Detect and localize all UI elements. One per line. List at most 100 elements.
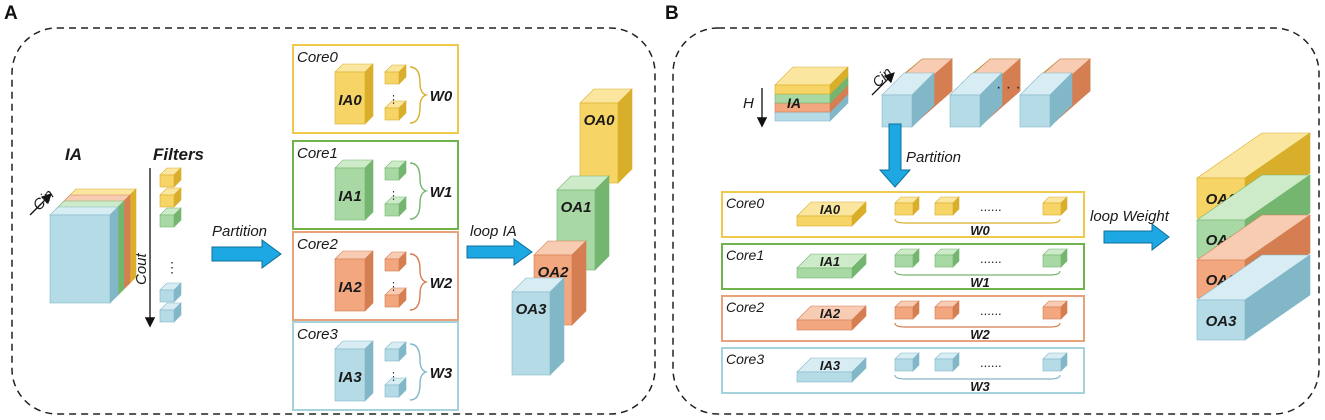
panel-b-partition-label: Partition	[906, 149, 961, 166]
panel-b-ia-block	[774, 66, 849, 122]
filter-cube	[159, 167, 182, 188]
panel-a-output-label: OA3	[516, 301, 548, 318]
core-weight-cube	[894, 352, 920, 372]
ia-slice-front	[49, 206, 119, 304]
panel-a-loop-arrow	[466, 238, 533, 266]
panel-a-output-label: OA1	[561, 199, 592, 216]
core-ia-label: IA0	[338, 92, 362, 109]
core-ia-block	[334, 340, 374, 402]
core-weight-cube	[384, 251, 407, 272]
panel-a-loop-label: loop IA	[470, 223, 517, 240]
panel-a-output-label: OA0	[584, 112, 616, 129]
panel-a-filters-label: Filters	[153, 145, 204, 164]
panel-b-output-3	[1196, 254, 1311, 341]
core-name: Core3	[726, 351, 764, 367]
core-ia-slab	[796, 305, 867, 331]
cin-slice-group	[949, 58, 1021, 128]
cin-slice-group	[1019, 58, 1091, 128]
panel-a-filter-cubes	[159, 167, 182, 323]
core-weight-cube	[934, 300, 960, 320]
core-w-label: W1	[970, 275, 990, 290]
filter-cube	[159, 282, 182, 303]
core-weight-dots: ......	[980, 199, 1002, 214]
core-ia-slab	[796, 201, 867, 227]
core-weight-dots: ⋮	[388, 94, 399, 106]
panel-a-output-0	[579, 88, 633, 184]
core-brace	[894, 218, 1061, 224]
cin-slice	[1019, 72, 1073, 128]
core-brace	[894, 270, 1061, 276]
core-w-label: W3	[970, 379, 990, 394]
core-ia-label: IA3	[338, 369, 362, 386]
core-weight-cube	[1042, 300, 1068, 320]
core-ia-slab	[796, 253, 867, 279]
core-weight-cube	[894, 196, 920, 216]
core-name: Core0	[726, 195, 764, 211]
core-brace	[409, 253, 429, 311]
core-weight-cube	[384, 100, 407, 121]
core-weight-cube	[1042, 352, 1068, 372]
core-w-label: W0	[430, 88, 453, 105]
panel-b-ellipsis: · · ·	[996, 79, 1021, 96]
core-weight-dots: ......	[980, 251, 1002, 266]
core-weight-cube	[384, 341, 407, 362]
panel-a-output-3	[511, 277, 565, 376]
core-ia-label: IA1	[338, 188, 361, 205]
core-weight-cube	[934, 248, 960, 268]
core-weight-cube	[384, 196, 407, 217]
core-name: Core2	[297, 236, 339, 253]
core-weight-cube	[894, 300, 920, 320]
core-w-label: W3	[430, 365, 453, 382]
panel-a-ia-block	[49, 188, 137, 304]
core-brace	[894, 322, 1061, 328]
panel-b-loop-label: loop Weight	[1090, 208, 1170, 225]
panel-b-loop-arrow	[1103, 222, 1170, 252]
panel-b-cin-slices	[881, 58, 1091, 128]
b-ia-layer	[774, 66, 849, 95]
core-ia-label: IA2	[338, 279, 362, 296]
filter-cube	[159, 302, 182, 323]
core-name: Core2	[726, 299, 764, 315]
core-ia-label: IA1	[820, 254, 840, 269]
core-ia-block	[334, 159, 374, 221]
cin-slice	[881, 72, 935, 128]
core-weight-cube	[1042, 248, 1068, 268]
panel-b-ia-label: IA	[787, 95, 801, 111]
panel-b-output-label: OA3	[1206, 313, 1238, 330]
panel-a-partition-arrow	[211, 239, 282, 269]
core-ia-block	[334, 250, 374, 312]
panel-a-cout-label: Cout	[133, 252, 150, 285]
panel-a-frame	[11, 27, 656, 415]
core-weight-cube	[934, 196, 960, 216]
core-weight-dots: ⋮	[388, 190, 399, 202]
core-weight-dots: ......	[980, 355, 1002, 370]
core-weight-cube	[384, 64, 407, 85]
panel-a-ia-label: IA	[65, 145, 82, 164]
core-brace	[894, 374, 1061, 380]
core-weight-cube	[894, 248, 920, 268]
panel-b-core-3: Core3 IA3...... W3	[721, 347, 1085, 394]
panel-b-frame	[672, 27, 1320, 415]
core-name: Core1	[726, 247, 764, 263]
panel-a-filters-dots: ⋮	[165, 259, 179, 275]
core-name: Core0	[297, 49, 339, 66]
core-w-label: W0	[970, 223, 990, 238]
core-brace	[409, 162, 429, 220]
core-brace	[409, 343, 429, 401]
panel-b-label: B	[665, 3, 679, 24]
core-ia-label: IA2	[820, 306, 841, 321]
panel-b-cin-arrow	[871, 72, 895, 96]
core-weight-dots: ⋮	[388, 371, 399, 383]
core-weight-dots: ⋮	[388, 281, 399, 293]
cin-slice-group	[881, 58, 953, 128]
core-ia-label: IA3	[820, 358, 841, 373]
filter-cube	[159, 207, 182, 228]
cin-slice	[949, 72, 1003, 128]
panel-b-core-1: Core1 IA1...... W1	[721, 243, 1085, 290]
